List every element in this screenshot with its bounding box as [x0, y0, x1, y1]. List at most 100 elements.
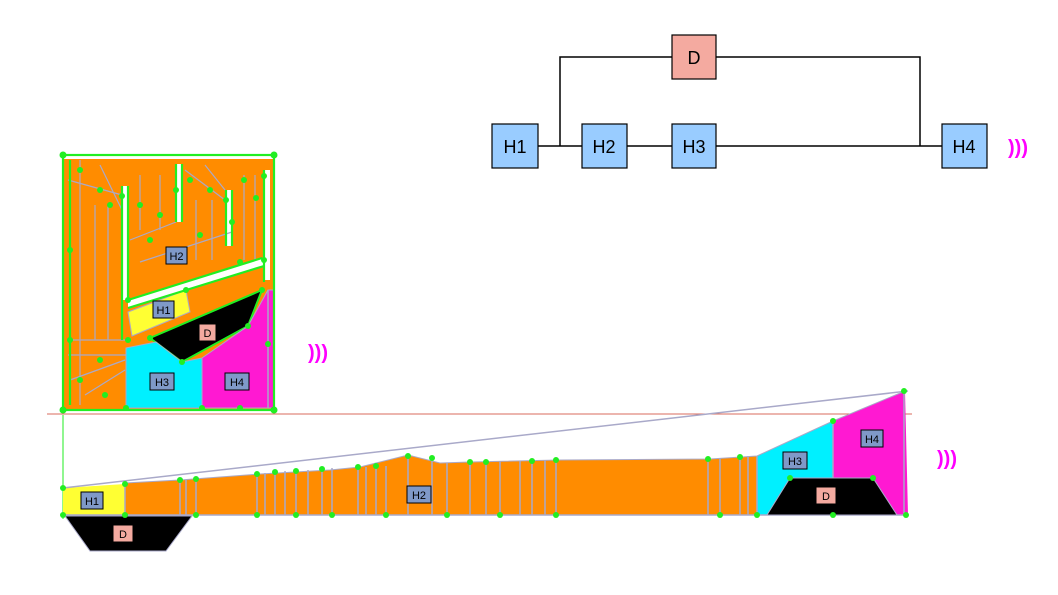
mesh-node	[97, 357, 103, 363]
mesh-node	[183, 287, 189, 293]
mesh-node	[157, 212, 163, 218]
mesh-node	[717, 512, 723, 518]
plan-label-h4-text: H4	[230, 377, 244, 389]
node-h2: H2	[581, 123, 628, 169]
unrolled-label-h3-text: H3	[788, 456, 802, 468]
wire-bypass-right	[716, 56, 921, 146]
mesh-node	[59, 151, 67, 159]
node-h4-label: H4	[952, 137, 975, 157]
mesh-node	[901, 388, 907, 394]
mesh-node	[77, 167, 83, 173]
mesh-node	[147, 237, 153, 243]
mesh-node	[223, 197, 229, 203]
plan-diagonal-2	[127, 264, 265, 310]
mesh-line	[84, 369, 126, 396]
mesh-node	[67, 337, 73, 343]
unrolled-label-d2-text: D	[822, 491, 830, 503]
mesh-node	[245, 323, 251, 329]
unrolled-label-h1: H1	[80, 491, 104, 510]
plan-label-h1-box	[152, 300, 175, 319]
plan-mesh-grey	[67, 160, 256, 405]
mesh-node	[261, 257, 267, 263]
schematic-wires	[538, 56, 942, 147]
mesh-node	[870, 475, 876, 481]
plan-diagonal-1	[127, 256, 263, 302]
mesh-node	[373, 463, 379, 469]
plan-label-h1-text: H1	[156, 305, 170, 317]
node-h1-box	[491, 123, 539, 169]
unrolled-label-h4-text: H4	[865, 434, 879, 446]
mesh-node	[102, 392, 108, 398]
mesh-node	[77, 377, 83, 383]
mesh-line	[62, 390, 909, 489]
mesh-node	[125, 297, 131, 303]
mesh-node	[237, 259, 243, 265]
mesh-node	[241, 177, 247, 183]
mesh-node	[60, 485, 66, 491]
wire-bypass-left	[559, 56, 672, 146]
unrolled-label-h4-box	[860, 429, 884, 448]
mesh-node	[265, 341, 271, 347]
node-h3: H3	[671, 123, 717, 169]
unrolled-label-d2-box	[815, 486, 837, 505]
plan-label-h4: H4	[224, 372, 250, 391]
unrolled-h2-zone	[125, 455, 757, 515]
unrolled-label-d2: D	[815, 486, 837, 505]
mesh-node	[293, 468, 299, 474]
mesh-node	[467, 459, 473, 465]
plan-outline	[61, 153, 276, 412]
mesh-line	[69, 359, 126, 381]
mesh-node	[319, 466, 325, 472]
plan-label-d-text: D	[204, 328, 212, 340]
unrolled-label-d1-box	[112, 524, 134, 543]
mesh-node	[754, 512, 760, 518]
node-d: D	[671, 34, 717, 80]
plan-label-h2: H2	[165, 246, 188, 265]
mesh-node	[270, 406, 278, 414]
plan-label-h2-text: H2	[169, 251, 183, 263]
plan-flow-mark: )))	[308, 342, 328, 364]
node-h3-box	[671, 123, 717, 169]
mesh-node	[207, 187, 213, 193]
node-h2-box	[581, 123, 628, 169]
mesh-node	[737, 454, 743, 460]
unrolled-label-h2-text: H2	[412, 490, 426, 502]
mesh-node	[137, 202, 143, 208]
mesh-node	[254, 512, 260, 518]
mesh-node	[237, 405, 243, 411]
mesh-node	[173, 187, 179, 193]
mesh-node	[254, 471, 260, 477]
mesh-node	[60, 512, 66, 518]
mesh-node	[405, 453, 411, 459]
node-h4-box	[941, 123, 988, 169]
unrolled-label-h2-box	[406, 485, 432, 504]
mesh-node	[903, 512, 909, 518]
mesh-node	[270, 151, 278, 159]
mesh-node	[293, 512, 299, 518]
mesh-node	[197, 232, 203, 238]
mesh-node	[147, 335, 153, 341]
mesh-node	[193, 476, 199, 482]
mesh-node	[125, 337, 131, 343]
unrolled-vertices	[60, 388, 909, 518]
mesh-node	[329, 512, 335, 518]
mesh-node	[830, 418, 836, 424]
unrolled-label-h4: H4	[860, 429, 884, 448]
mesh-line	[204, 164, 226, 191]
mesh-node	[229, 219, 235, 225]
mesh-node	[497, 512, 503, 518]
node-h1: H1	[491, 123, 539, 169]
plan-gap-2	[176, 164, 182, 222]
plan-border	[61, 153, 276, 412]
plan-label-d: D	[198, 323, 217, 342]
mesh-node	[123, 405, 129, 411]
unrolled-label-h3-box	[782, 451, 808, 470]
node-d-label: D	[688, 48, 701, 68]
mesh-node	[483, 459, 489, 465]
mesh-node	[199, 405, 205, 411]
mesh-node	[705, 456, 711, 462]
plan-vertices	[59, 151, 278, 414]
mesh-node	[119, 193, 125, 199]
plan-label-h2-box	[165, 246, 188, 265]
mesh-node	[59, 406, 67, 414]
